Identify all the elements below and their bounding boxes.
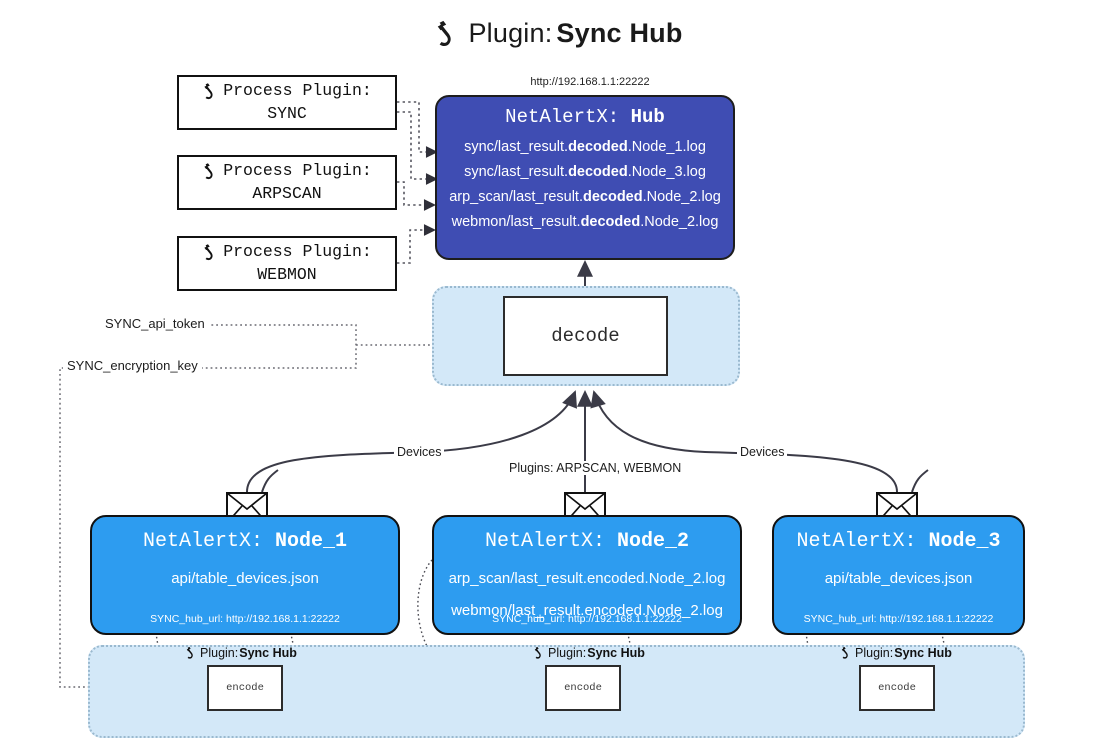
node-log-line: arp_scan/last_result.encoded.Node_2.log <box>448 570 726 587</box>
node-title: NetAlertX: Node_3 <box>796 530 1001 553</box>
hub-log-line: sync/last_result.decoded.Node_1.log <box>464 139 706 155</box>
page-title-prefix: Plugin: <box>468 18 553 48</box>
hub-title-prefix: NetAlertX: <box>505 106 631 128</box>
plug-icon <box>202 243 221 262</box>
node-log-line: webmon/last_result.encoded.Node_2.log <box>451 602 723 620</box>
node-2[interactable]: NetAlertX: Node_2 arp_scan/last_result.e… <box>432 515 742 635</box>
node-hub-url: SYNC_hub_url: http://192.168.1.1:22222 <box>492 613 682 625</box>
process-plugin-webmon[interactable]: Process Plugin: WEBMON <box>177 236 397 291</box>
node-hub-url: SYNC_hub_url: http://192.168.1.1:22222 <box>150 613 340 625</box>
hub-log-line: arp_scan/last_result.decoded.Node_2.log <box>449 188 721 205</box>
hub-title-name: Hub <box>630 106 665 128</box>
plug-icon <box>840 646 854 660</box>
node-3[interactable]: NetAlertX: Node_3 api/table_devices.json… <box>772 515 1025 635</box>
hub-log-line: webmon/last_result.decoded.Node_2.log <box>451 213 719 230</box>
node-title: NetAlertX: Node_2 <box>484 530 690 553</box>
proc-to-hub-edges <box>397 101 438 264</box>
plug-icon <box>185 646 199 660</box>
node-to-decode-edges <box>246 390 898 493</box>
plug-icon <box>533 646 547 660</box>
process-plugin-name: ARPSCAN <box>252 183 322 203</box>
token-label-api: SYNC_api_token <box>101 316 209 331</box>
encode-box-2[interactable]: encode <box>545 665 621 711</box>
process-plugin-label: Process Plugin: <box>223 161 372 181</box>
node-1[interactable]: NetAlertX: Node_1 api/table_devices.json… <box>90 515 400 635</box>
edge-label-devices-right: Devices <box>737 445 788 459</box>
node-hub-url: SYNC_hub_url: http://192.168.1.1:22222 <box>803 613 994 625</box>
process-plugin-arpscan[interactable]: Process Plugin: ARPSCAN <box>177 155 397 210</box>
token-label-encryption-key: SYNC_encryption_key <box>63 358 202 373</box>
process-plugin-name: WEBMON <box>257 264 317 284</box>
edge-label-devices-left: Devices <box>394 445 445 459</box>
node-log-line: api/table_devices.json <box>171 570 319 587</box>
encoder-plugin-label-3: Plugin: Sync Hub <box>840 646 952 660</box>
process-plugin-label: Process Plugin: <box>223 81 372 101</box>
encode-box-1[interactable]: encode <box>207 665 283 711</box>
process-plugin-label: Process Plugin: <box>223 242 372 262</box>
hub-title: NetAlertX: Hub <box>505 106 665 128</box>
hub-log-line: sync/last_result.decoded.Node_3.log <box>464 163 706 180</box>
plug-icon <box>434 19 464 49</box>
encoder-plugin-label-2: Plugin: Sync Hub <box>533 646 645 660</box>
node-title: NetAlertX: Node_1 <box>142 530 348 553</box>
hub-url-label: http://192.168.1.1:22222 <box>530 76 650 88</box>
hub-node[interactable]: NetAlertX: Hub sync/last_result.decoded.… <box>435 95 735 260</box>
decode-box[interactable]: decode <box>503 296 668 376</box>
plug-icon <box>202 82 221 101</box>
process-plugin-name: SYNC <box>267 103 307 123</box>
plug-icon <box>202 162 221 181</box>
encode-box-3[interactable]: encode <box>859 665 935 711</box>
process-plugin-sync[interactable]: Process Plugin: SYNC <box>177 75 397 130</box>
edge-label-plugins: Plugins: ARPSCAN, WEBMON <box>506 461 685 475</box>
page-title-name: Sync Hub <box>556 18 683 48</box>
encoder-plugin-label-1: Plugin: Sync Hub <box>185 646 297 660</box>
node-log-line: api/table_devices.json <box>824 570 973 587</box>
page-title: Plugin: Sync Hub <box>0 18 1117 49</box>
